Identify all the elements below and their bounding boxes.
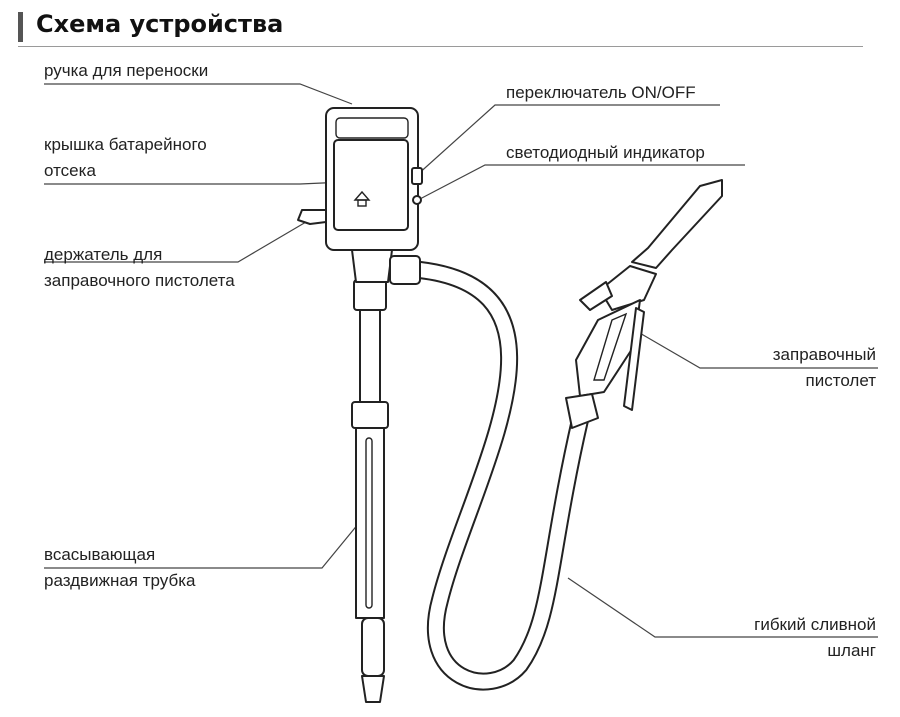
label-nozzle-holder-line2: заправочного пистолета [44,271,235,290]
title-bar: Схема устройства [18,8,863,47]
suction-tube [351,279,389,703]
label-hose-line2: шланг [827,641,876,660]
drain-hose [411,261,589,691]
leader-nozzle [637,331,878,369]
label-hose-line1: гибкий сливной [754,615,876,634]
label-led: светодиодный индикатор [506,143,705,162]
fuel-nozzle [565,179,723,429]
leader-nozzle-holder [44,221,307,263]
label-battery-cover-line2: отсека [44,161,96,180]
label-suction-tube-line1: всасывающая [44,545,156,564]
label-battery-cover-line1: крышка батарейного [44,135,207,154]
label-nozzle-line2: пистолет [805,371,876,390]
leader-suction-tube [44,511,369,569]
label-nozzle-line1: заправочный [772,345,876,364]
title-accent-bar [18,12,23,42]
label-carry-handle: ручка для переноски [44,61,209,80]
label-suction-tube-line2: раздвижная трубка [44,571,196,590]
leader-hose [567,577,878,638]
page-title: Схема устройства [36,10,284,38]
leader-led [417,164,745,201]
pump-body [297,107,423,285]
leader-carry-handle [44,83,353,105]
label-nozzle-holder-line1: держатель для [44,245,163,264]
label-switch: переключатель ON/OFF [506,83,696,102]
leader-switch [415,104,720,177]
